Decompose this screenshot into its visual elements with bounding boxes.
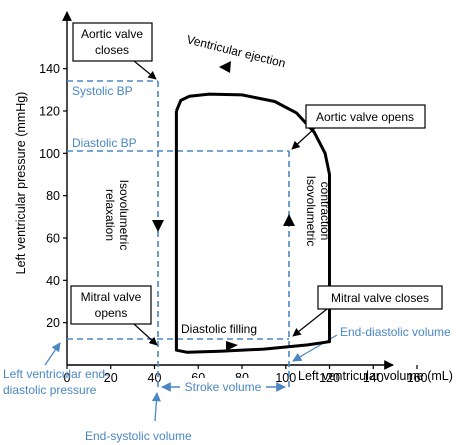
diastolic-filling-label: Diastolic filling — [181, 322, 257, 336]
diastolic-bp-label: Diastolic BP — [72, 136, 137, 150]
lved-pressure-label-line2: diastolic pressure — [3, 383, 97, 397]
isovolumetric-contraction-arrow — [283, 214, 295, 226]
x-tick-label: 20 — [104, 371, 118, 385]
y-tick-label: 40 — [46, 274, 60, 288]
y-tick-label: 60 — [46, 231, 60, 245]
y-tick-label: 100 — [39, 147, 60, 161]
mitral-valve-closes-callout: Mitral valve closes — [292, 285, 443, 337]
aortic-valve-closes-line2: closes — [95, 43, 129, 57]
mitral-valve-closes-box — [317, 285, 443, 310]
x-tick-label: 140 — [363, 371, 384, 385]
axes — [62, 11, 394, 370]
y-axis-title: Left ventricular pressure (mmHg) — [14, 92, 28, 275]
aortic-valve-closes-line1: Aortic valve — [81, 27, 143, 41]
aortic-valve-closes-pointer — [133, 60, 157, 80]
mitral-valve-opens-line1: Mitral valve — [81, 290, 142, 304]
aortic-valve-opens-label: Aortic valve opens — [316, 110, 414, 124]
x-axis-title: Left ventricular volume (mL) — [298, 369, 453, 383]
y-ticks: 20 40 60 80 100 120 140 — [39, 62, 67, 330]
aortic-valve-closes-callout: Aortic valve closes — [72, 22, 157, 80]
stroke-volume-label: Stroke volume — [185, 380, 262, 394]
mitral-valve-opens-callout: Mitral valve opens — [70, 285, 158, 346]
mitral-valve-opens-line2: opens — [95, 306, 128, 320]
aortic-valve-opens-callout: Aortic valve opens — [291, 104, 426, 150]
systolic-bp-label: Systolic BP — [72, 84, 133, 98]
lved-pressure-pointer — [44, 342, 61, 366]
y-tick-label: 120 — [39, 104, 60, 118]
aortic-valve-closes-box — [72, 22, 153, 62]
x-tick-label: 40 — [148, 371, 162, 385]
isovolumetric-relaxation-line1: Isovolumetric — [117, 180, 131, 251]
isovolumetric-contraction-line1: Isovolumetric — [304, 176, 318, 247]
end-diastolic-volume-label: End-diastolic volume — [340, 325, 451, 339]
isovolumetric-relaxation-line2: relaxation — [103, 189, 117, 241]
x-tick-label: 160 — [407, 371, 428, 385]
pv-loop-line — [174, 92, 331, 354]
end-systolic-volume-pointer — [151, 392, 161, 422]
x-tick-label: 0 — [64, 371, 71, 385]
lved-pressure-label-line1: Left ventricular end- — [3, 367, 109, 381]
mitral-valve-opens-box — [70, 285, 152, 325]
x-tick-label: 100 — [275, 371, 296, 385]
ejection-arrow — [219, 61, 231, 73]
filling-arrow — [226, 341, 238, 351]
y-tick-label: 140 — [39, 62, 60, 76]
isovolumetric-relaxation-arrow — [152, 220, 164, 232]
ventricular-ejection-label: Ventricular ejection — [185, 32, 287, 70]
isovolumetric-contraction-line2: contraction — [318, 182, 332, 241]
stroke-volume-label-bg — [180, 378, 266, 396]
aortic-valve-opens-box — [305, 104, 426, 129]
y-tick-label: 80 — [46, 189, 60, 203]
reference-lines — [67, 80, 290, 388]
mitral-valve-closes-pointer — [292, 308, 328, 337]
aortic-valve-opens-pointer — [291, 127, 316, 150]
x-tick-label: 120 — [319, 371, 340, 385]
y-tick-label: 20 — [46, 316, 60, 330]
mitral-valve-opens-pointer — [133, 323, 158, 346]
end-systolic-volume-label: End-systolic volume — [85, 429, 192, 443]
mitral-valve-closes-label: Mitral valve closes — [331, 291, 429, 305]
